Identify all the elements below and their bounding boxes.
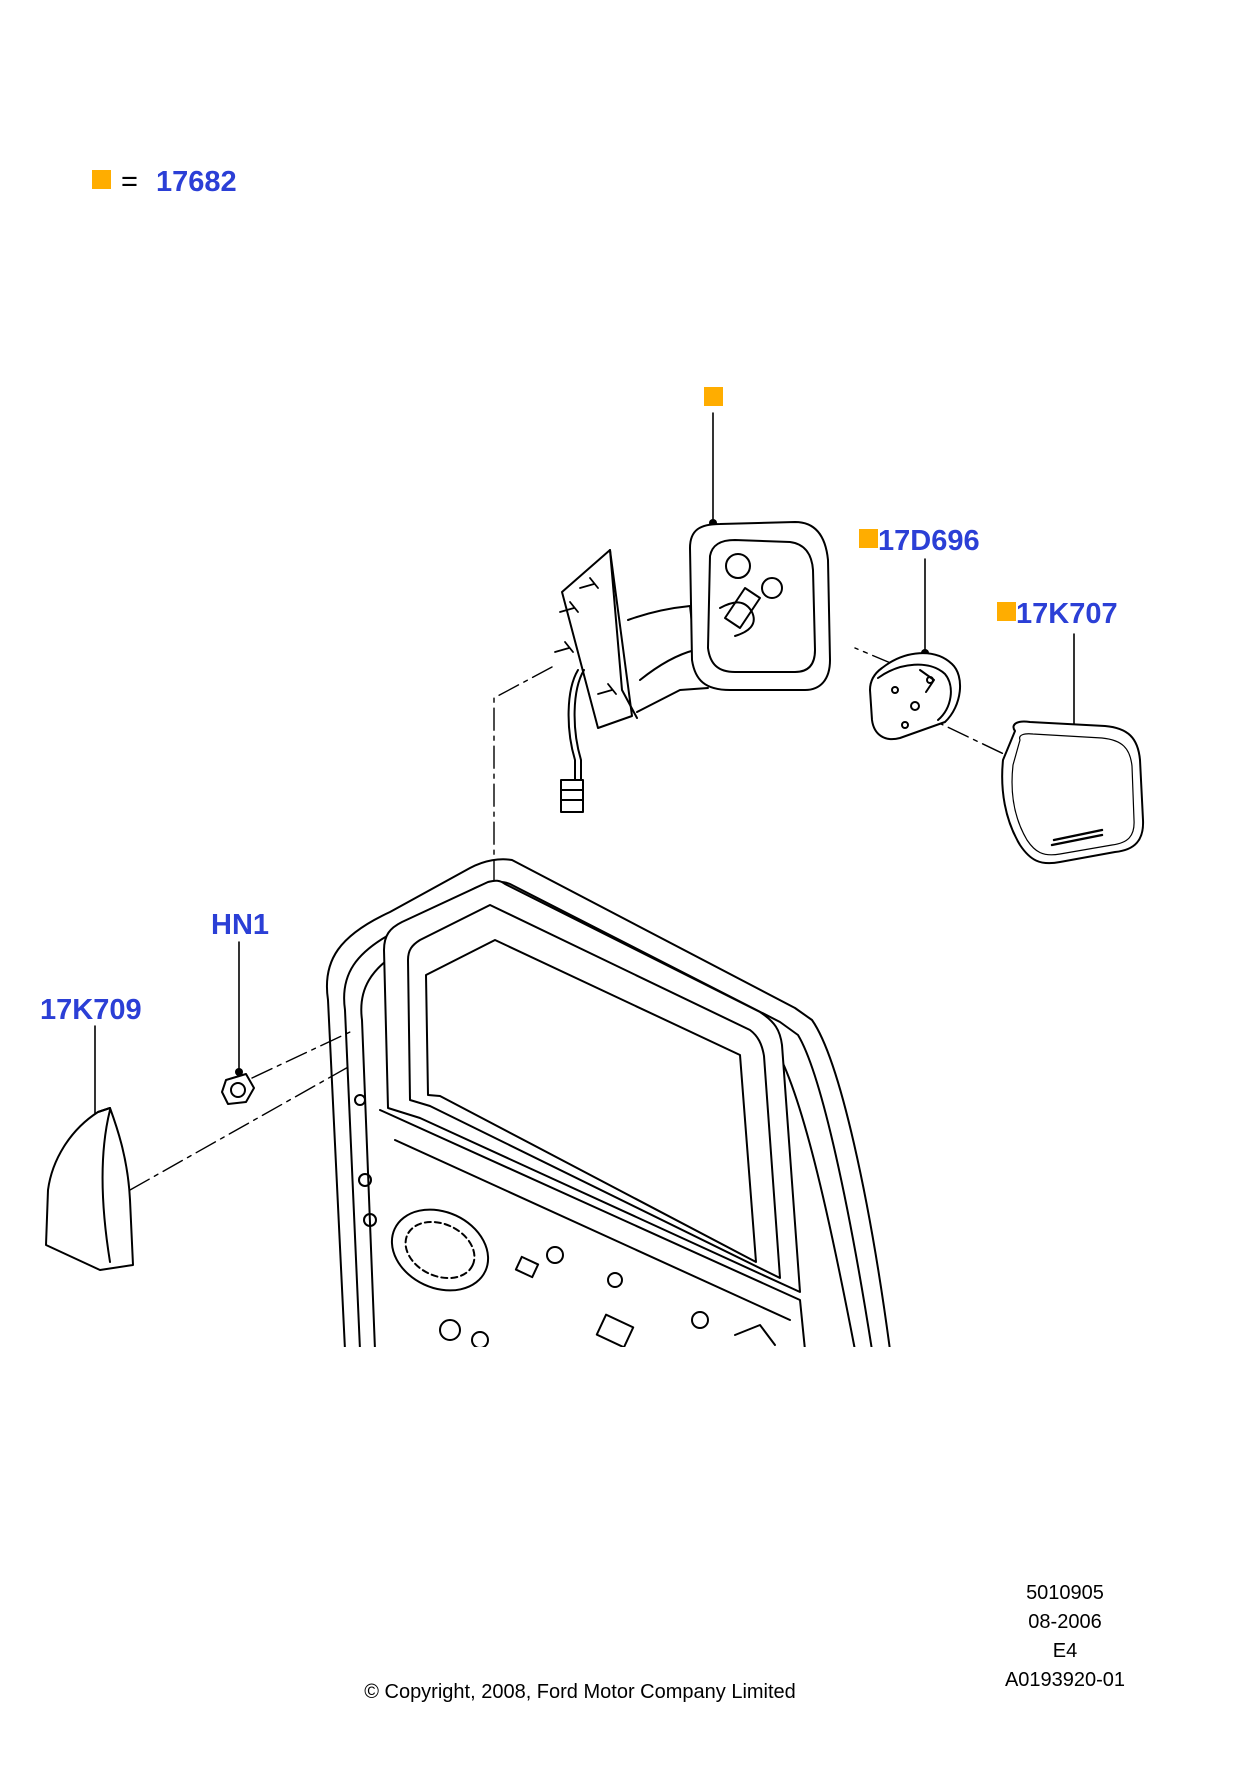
callout-glass-holder: 17D696 — [859, 527, 980, 556]
callout-marker-icon — [997, 602, 1016, 621]
edition-code: E4 — [1052, 1640, 1078, 1662]
date-code: 08-2006 — [1028, 1611, 1102, 1633]
callout-mirror-glass: 17K707 — [997, 600, 1118, 629]
callout-trim-cover: 17K709 — [40, 994, 142, 1026]
callout-nut: HN1 — [211, 909, 270, 941]
callout-marker-icon — [859, 529, 878, 548]
legend-marker-icon — [92, 170, 111, 189]
mirror-assembly — [554, 521, 831, 813]
legend: = 17682 — [92, 168, 237, 197]
glass-holder-part — [869, 652, 962, 740]
mirror-glass-part — [1001, 720, 1145, 865]
callout-marker-icon — [704, 387, 723, 406]
nut-part — [221, 1073, 255, 1105]
ref-number: 5010905 — [1026, 1582, 1104, 1604]
door-frame — [326, 858, 903, 1353]
legend-part-number: 17682 — [155, 166, 237, 198]
legend-equals: = — [121, 166, 138, 198]
leader-lines — [94, 412, 1075, 1122]
callout-label: 17D696 — [878, 525, 980, 557]
copyright-notice: © Copyright, 2008, Ford Motor Company Li… — [364, 1681, 796, 1703]
callout-label: 17K707 — [1016, 598, 1118, 630]
trim-cover-part — [45, 1107, 134, 1271]
callout-mirror-assembly — [704, 385, 723, 414]
illustration-id: A0193920-01 — [1004, 1669, 1126, 1691]
